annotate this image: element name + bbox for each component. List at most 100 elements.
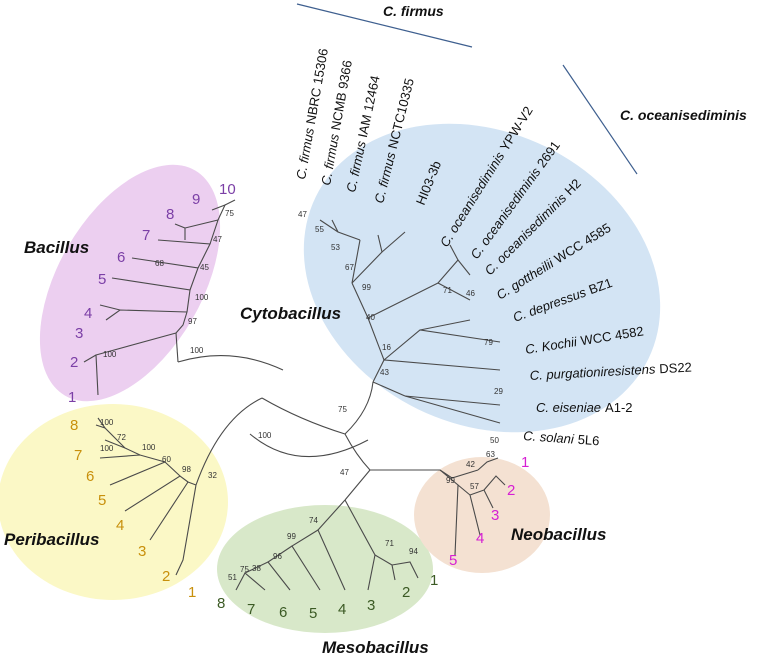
bootstrap-label: 98 [182,465,191,474]
peribacillus-clade-ellipse [0,404,228,600]
tip-number: 2 [507,482,515,499]
mesobacillus-clade-ellipse [217,505,433,633]
oceanisediminis-bracket-line [562,64,638,175]
group-label-peribacillus: Peribacillus [4,530,99,549]
bootstrap-label: 100 [103,350,117,359]
bootstrap-label: 75 [338,405,347,414]
bacillus-clade-ellipse [39,164,221,402]
tree-branches [83,199,506,591]
bootstrap-label: 60 [162,455,171,464]
bootstrap-label: 55 [315,225,324,234]
bootstrap-label: 63 [486,450,495,459]
tip-number: 4 [116,517,124,534]
tip-number: 8 [166,206,174,223]
bootstrap-label: 96 [273,552,282,561]
group-label-cytobacillus: Cytobacillus [240,304,341,323]
tip-number: 5 [98,492,106,509]
firmus-bracket-line [296,3,473,48]
bootstrap-label: 46 [466,289,475,298]
bootstrap-label: 74 [309,516,318,525]
bootstrap-label: 43 [380,368,389,377]
group-label-mesobacillus: Mesobacillus [322,638,429,657]
bootstrap-label: 100 [258,431,272,440]
bootstrap-label: 71 [385,539,394,548]
tip-number: 6 [279,604,287,621]
cytobacillus-clade-ellipse [303,123,661,433]
tip-number: 2 [402,584,410,601]
tip-number: 1 [521,454,529,471]
bootstrap-label: 51 [228,573,237,582]
tip-number: 3 [491,507,499,524]
group-label-bacillus: Bacillus [24,238,89,257]
tip-number: 4 [338,601,346,618]
bootstrap-label: 100 [100,418,114,427]
tip-number: 6 [86,468,94,485]
bootstrap-values: 75 47 68 45 100 97 100 100 100 100 72 10… [100,209,503,582]
tip-number: 6 [117,249,125,266]
bacillus-tip-numbers: 1 2 3 4 5 6 7 8 9 10 [68,181,236,406]
tip-number: 3 [75,325,83,342]
tip-number: 7 [74,447,82,464]
group-label-neobacillus: Neobacillus [511,525,606,544]
tip-number: 4 [476,530,484,547]
bootstrap-label: 57 [470,482,479,491]
bootstrap-label: 45 [200,263,209,272]
bootstrap-label: 79 [484,338,493,347]
bootstrap-label: 75 [225,209,234,218]
bootstrap-label: 99 [446,476,455,485]
tip-number: 9 [192,191,200,208]
peribacillus-tip-numbers: 1 2 3 4 5 6 7 8 [70,417,196,601]
clade-header-firmus: C. firmus [383,3,444,19]
bootstrap-label: 53 [331,243,340,252]
tip-number: 3 [367,597,375,614]
tip-number: 1 [188,584,196,601]
tip-number: 1 [430,572,438,589]
bootstrap-label: 72 [117,433,126,442]
bootstrap-label: 47 [213,235,222,244]
tip-number: 7 [247,601,255,618]
bootstrap-label: 99 [287,532,296,541]
bootstrap-label: 50 [490,436,499,445]
bootstrap-label: 29 [494,387,503,396]
bootstrap-label: 71 [443,286,452,295]
bootstrap-label: 47 [298,210,307,219]
bootstrap-label: 94 [409,547,418,556]
tip-number: 3 [138,543,146,560]
neobacillus-clade-ellipse [414,457,550,573]
bootstrap-label: 75 [240,565,249,574]
clade-bracket-lines [296,3,638,175]
bootstrap-label: 100 [100,444,114,453]
tip-number: 2 [70,354,78,371]
bootstrap-label: 38 [252,564,261,573]
bootstrap-label: 100 [195,293,209,302]
bootstrap-label: 68 [155,259,164,268]
bootstrap-label: 16 [382,343,391,352]
bootstrap-label: 47 [340,468,349,477]
bootstrap-label: 100 [142,443,156,452]
bootstrap-label: 42 [466,460,475,469]
bootstrap-label: 67 [345,263,354,272]
clade-header-oceanisediminis: C. oceanisediminis [620,107,747,123]
tip-number: 2 [162,568,170,585]
neobacillus-tip-numbers: 1 2 3 4 5 [449,454,529,569]
tip-number: 4 [84,305,92,322]
mesobacillus-tip-numbers: 1 2 3 4 5 6 7 8 [217,572,438,622]
bootstrap-label: 97 [188,317,197,326]
tip-number: 10 [219,181,236,198]
tip-number: 7 [142,227,150,244]
tip-number: 8 [70,417,78,434]
tip-number: 1 [68,389,76,406]
tip-number: 5 [98,271,106,288]
tip-number: 8 [217,595,225,612]
tip-number: 5 [309,605,317,622]
bootstrap-label: 100 [190,346,204,355]
tip-number: 5 [449,552,457,569]
bootstrap-label: 99 [362,283,371,292]
bootstrap-label: 40 [366,313,375,322]
bootstrap-label: 32 [208,471,217,480]
